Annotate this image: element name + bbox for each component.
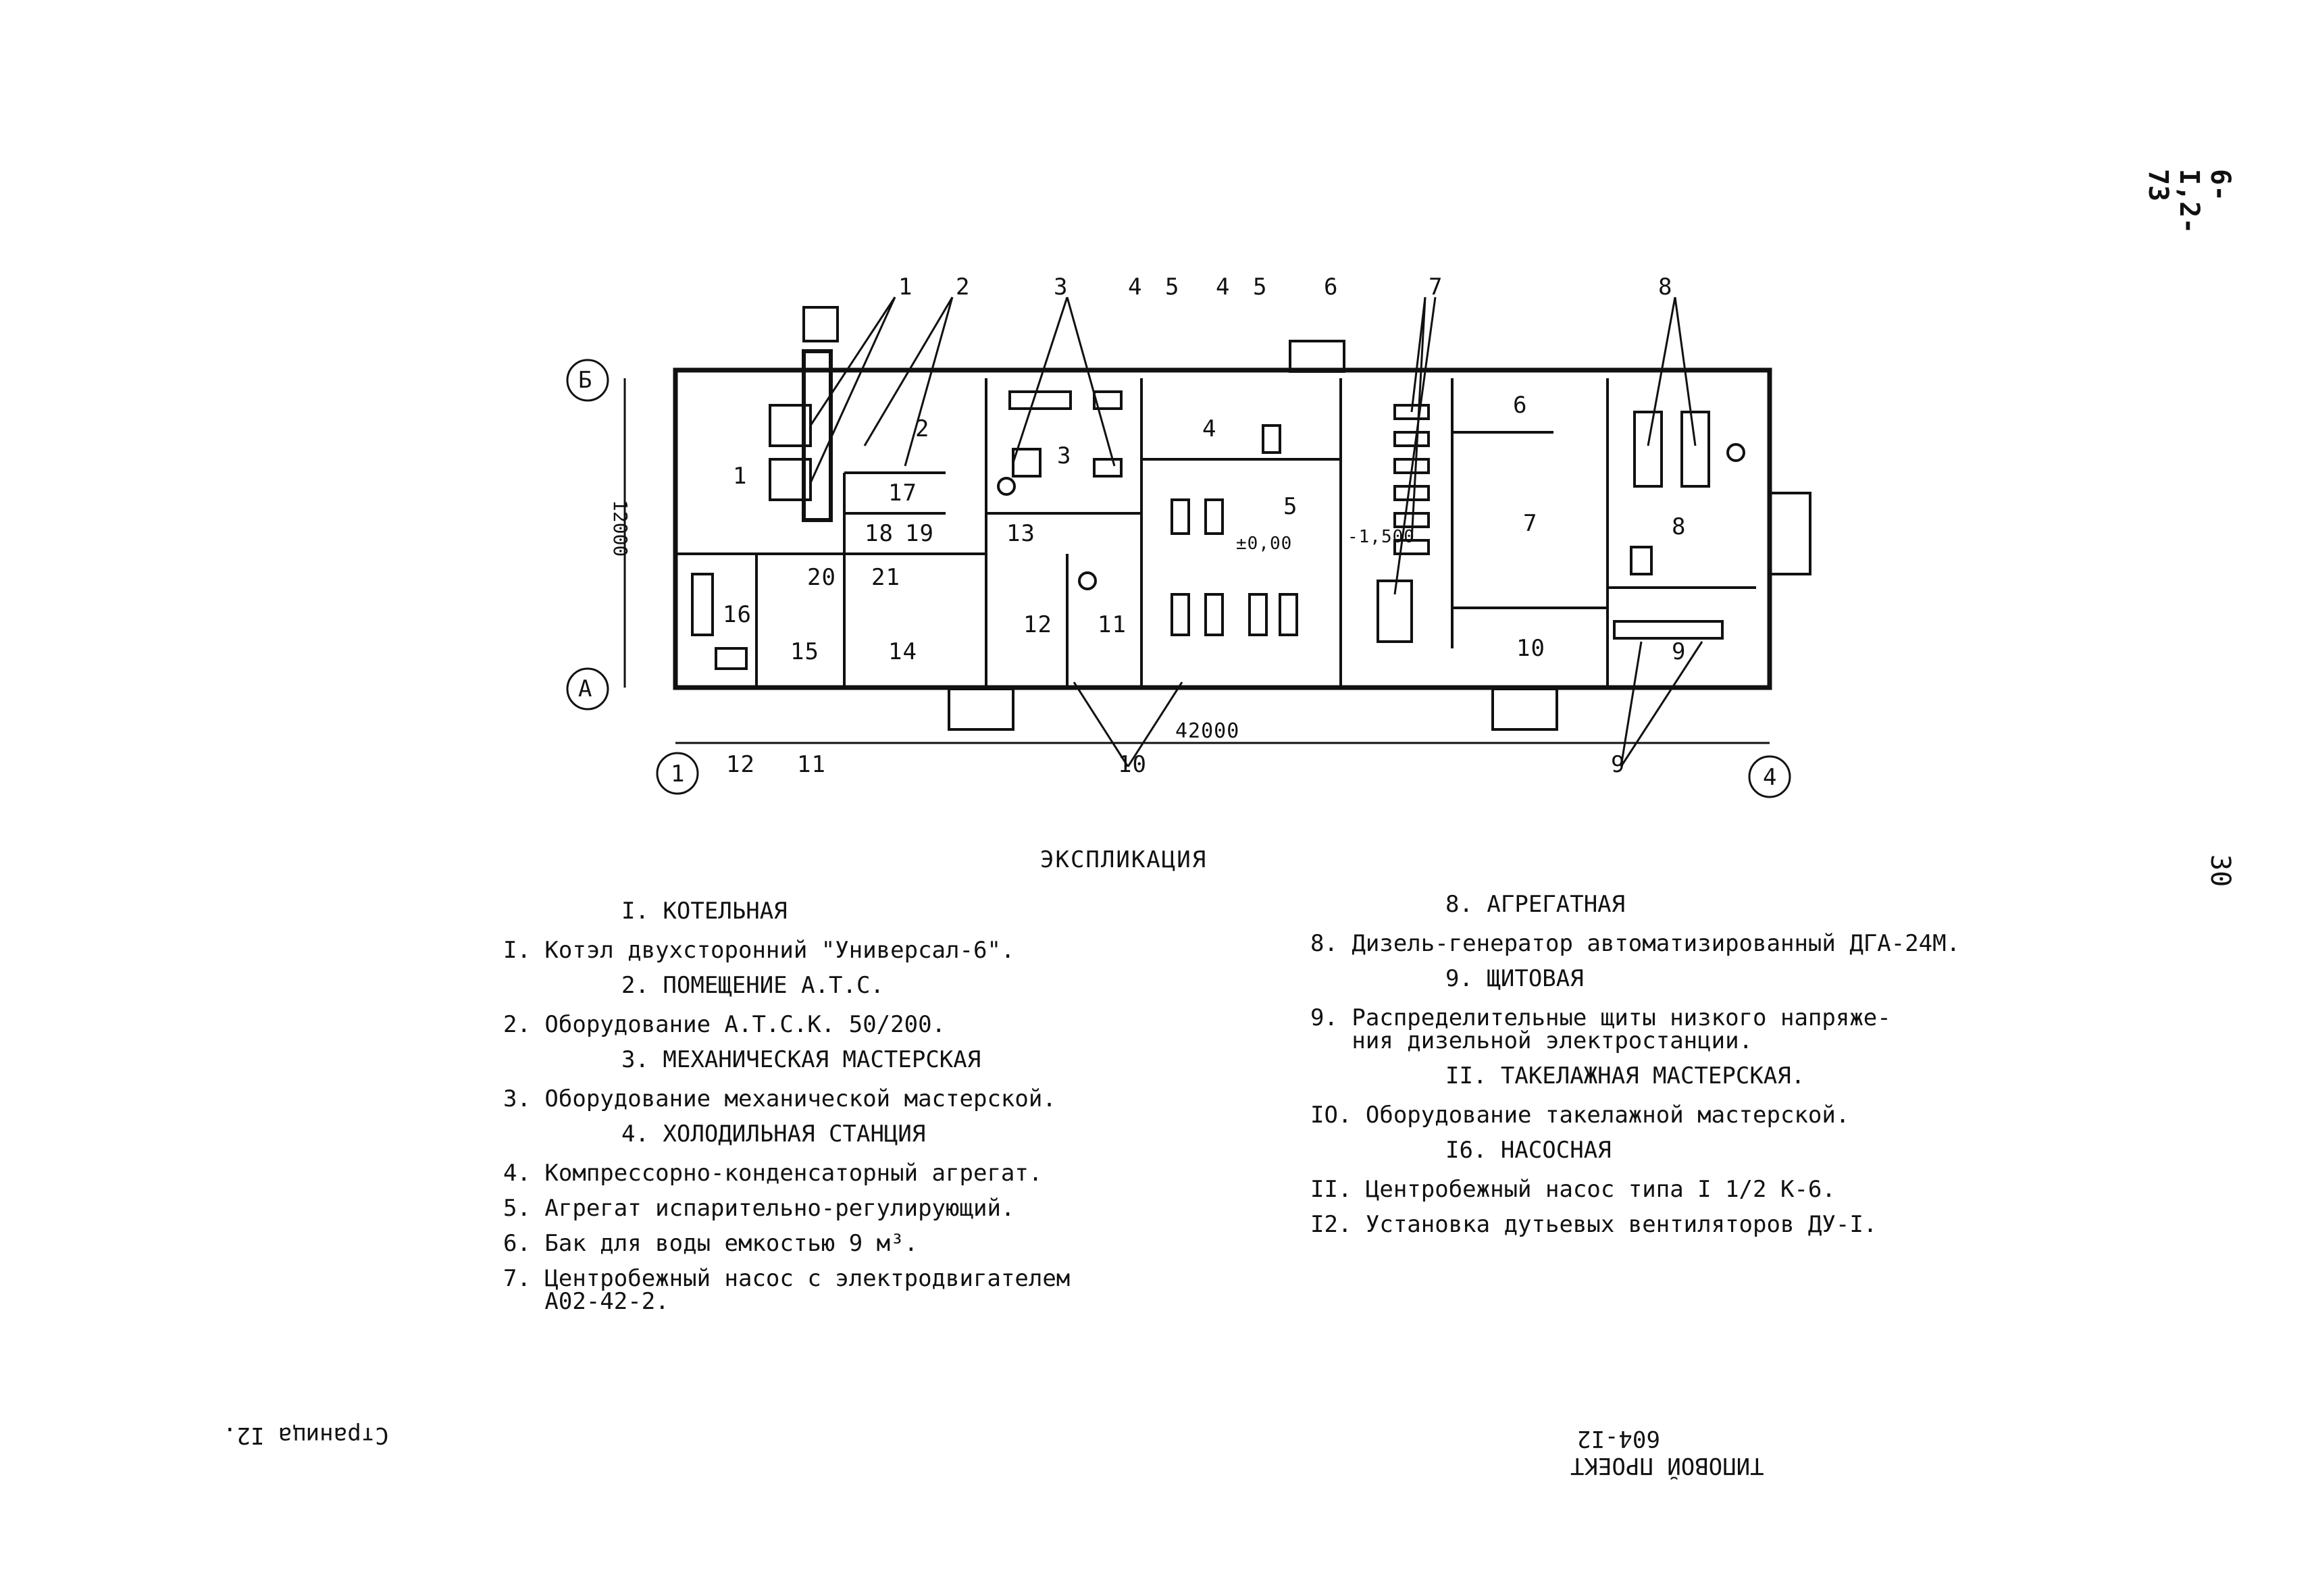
room-number: 7	[1523, 510, 1538, 537]
page-label: Страница I2.	[223, 1422, 389, 1449]
project-number: 604-I2	[1577, 1425, 1660, 1452]
explication-item: I. Котэл двухсторонний "Универсал-6".	[503, 937, 1015, 964]
callout-number: 11	[797, 751, 826, 778]
explication-item: 6. Бак для воды емкостью 9 м³.	[503, 1230, 919, 1257]
room-number: 8	[1672, 513, 1687, 540]
explication-item: 8. Дизель-генератор автоматизированный Д…	[1310, 930, 1961, 957]
room-number: 17	[888, 480, 917, 507]
explication-item: II. Центробежный насос типа I 1/2 К-6.	[1310, 1176, 1836, 1203]
room-number: 6	[1513, 392, 1528, 419]
room-number: 2	[915, 415, 930, 442]
explication-item: I2. Установка дутьевых вентиляторов ДУ-I…	[1310, 1211, 1878, 1238]
callout-number: 1	[898, 274, 913, 301]
section-heading: 8. АГРЕГАТНАЯ	[1445, 891, 1626, 918]
callout-number: 9	[1611, 751, 1626, 778]
axis-label-b: Б	[578, 367, 593, 394]
document-code: 6-I,2-73	[2142, 169, 2236, 234]
room-number: 13	[1006, 520, 1035, 547]
axis-label-4: 4	[1763, 764, 1778, 791]
callout-number: 5	[1165, 274, 1180, 301]
room-number: 12	[1023, 611, 1052, 638]
callout-number: 4	[1216, 274, 1231, 301]
explication-item: 5. Агрегат испарительно-регулирующий.	[503, 1195, 1015, 1222]
room-number: 3	[1057, 442, 1072, 469]
room-number: 4	[1202, 415, 1217, 442]
dimension-length: 42000	[1175, 719, 1240, 743]
elevation-zero: ±0,00	[1236, 534, 1293, 554]
dimension-height: 12000	[609, 500, 632, 557]
explication-item: 4. Компрессорно-конденсаторный агрегат.	[503, 1160, 1043, 1187]
room-number: 19	[905, 520, 934, 547]
callout-number: 3	[1054, 274, 1069, 301]
section-heading: 9. ЩИТОВАЯ	[1445, 965, 1584, 992]
callout-number: 2	[956, 274, 971, 301]
room-number: 11	[1098, 611, 1127, 638]
section-heading: 2. ПОМЕЩЕНИЕ А.Т.С.	[621, 972, 884, 999]
elevation-minus: -1,500	[1347, 527, 1415, 547]
explication-item: IO. Оборудование такелажной мастерской.	[1310, 1102, 1850, 1129]
explication-item: 7. Центробежный насос с электродвигателе…	[503, 1265, 1071, 1315]
callout-number: 12	[726, 751, 755, 778]
callout-number: 10	[1118, 751, 1147, 778]
explication-item: 2. Оборудование А.Т.С.К. 50/200.	[503, 1011, 946, 1038]
room-number: 15	[790, 638, 819, 665]
axis-label-1: 1	[671, 761, 686, 788]
section-heading: 4. ХОЛОДИЛЬНАЯ СТАНЦИЯ	[621, 1121, 926, 1148]
room-number: 18	[865, 520, 894, 547]
room-number: 21	[871, 564, 900, 591]
room-number: 1	[733, 463, 748, 490]
section-heading: I. КОТЕЛЬНАЯ	[621, 898, 788, 925]
page-number: 30	[2205, 854, 2236, 887]
explication-item: 3. Оборудование механической мастерской.	[503, 1085, 1056, 1112]
section-heading: 3. МЕХАНИЧЕСКАЯ МАСТЕРСКАЯ	[621, 1046, 981, 1073]
room-number: 14	[888, 638, 917, 665]
room-number: 20	[807, 564, 836, 591]
section-heading: II. ТАКЕЛАЖНАЯ МАСТЕРСКАЯ.	[1445, 1062, 1805, 1089]
room-number: 9	[1672, 638, 1687, 665]
callout-number: 4	[1128, 274, 1143, 301]
callout-number: 8	[1658, 274, 1673, 301]
explication-item: 9. Распределительные щиты низкого напряж…	[1310, 1004, 1891, 1054]
explication-title: ЭКСПЛИКАЦИЯ	[1040, 846, 1208, 873]
room-number: 5	[1283, 493, 1298, 520]
section-heading: I6. НАСОСНАЯ	[1445, 1137, 1612, 1164]
room-number: 10	[1516, 635, 1545, 662]
callout-number: 5	[1253, 274, 1268, 301]
axis-label-a: А	[578, 675, 593, 702]
room-number: 16	[723, 601, 752, 628]
callout-number: 7	[1429, 274, 1443, 301]
callout-number: 6	[1324, 274, 1339, 301]
project-type: ТИПОВОЙ ПРОЕКТ	[1570, 1452, 1764, 1479]
